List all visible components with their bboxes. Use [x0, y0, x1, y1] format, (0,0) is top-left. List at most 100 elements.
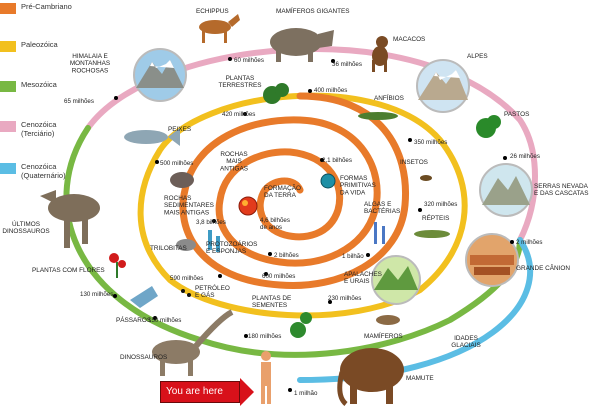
age-65: 65 milhões — [64, 98, 94, 105]
photo-grande-canion — [465, 233, 519, 287]
echippus-figure — [199, 14, 240, 43]
ultimos-dinossauros-figure — [40, 190, 100, 248]
age-1m: 1 milhão — [294, 390, 318, 397]
age-21b: 2,1 bilhões — [322, 157, 352, 164]
age-2m: 2 milhões — [516, 239, 542, 246]
legend-item-paleozoica: Paleozóica — [0, 40, 85, 52]
age-38b: 3,8 bilhões — [196, 219, 226, 226]
label-dinossauros: DINOSSAUROS — [120, 354, 167, 361]
label-anfibios: ANFÍBIOS — [374, 93, 404, 102]
label-insetos: INSETOS — [400, 159, 428, 166]
legend-label: Mesozóica — [21, 80, 57, 89]
legend-label: Paleozóica — [21, 40, 58, 49]
age-130: 130 milhões — [80, 291, 113, 298]
legend-swatch — [0, 41, 16, 52]
label-trilobitas: TRILOBITAS — [150, 245, 187, 252]
band-mesozoic — [63, 125, 523, 358]
age-420: 420 milhões — [222, 111, 255, 118]
plantas-terrestres-figure — [263, 83, 289, 104]
arrow-right-icon — [240, 378, 254, 406]
photo-himalaia — [133, 48, 187, 102]
plantas-sementes-figure — [290, 312, 312, 338]
age-500: 500 milhões — [160, 160, 193, 167]
anfibios-figure — [358, 112, 398, 120]
age-590: 590 milhões — [170, 275, 203, 282]
repteis-figure — [414, 230, 450, 238]
legend-item-cenozoica-terciario: Cenozóica (Terciário) — [0, 120, 85, 138]
photo-serras — [479, 163, 533, 217]
legend-swatch — [0, 81, 16, 92]
label-macacos: MACACOS — [393, 36, 425, 43]
label-mamute: MAMUTE — [406, 375, 434, 382]
human-figure — [261, 351, 271, 404]
photo-alpes — [416, 59, 470, 113]
age-320: 320 milhões — [424, 201, 457, 208]
protozoarios-figure — [208, 230, 220, 252]
age-400: 400 milhões — [314, 87, 347, 94]
label-mamiferos: MAMÍFEROS — [364, 331, 403, 340]
event-labels: ECHIPPUS MAMÍFEROS GIGANTES MACACOS ALPE… — [2, 6, 588, 382]
age-180: 180 milhões — [248, 333, 281, 340]
label-alpes: ALPES — [467, 53, 488, 60]
age-26: 26 milhões — [510, 153, 540, 160]
photo-apalaches — [371, 255, 421, 305]
mamiferos-gigantes-figure — [270, 28, 334, 62]
label-passaros: PÁSSAROS — [116, 315, 151, 324]
photo-formas-primitivas — [320, 173, 336, 189]
age-150: 150 milhões — [148, 317, 181, 324]
algas-figure — [374, 222, 385, 244]
age-230: 230 milhões — [328, 295, 361, 302]
legend-item-mesozoica: Mesozóica — [0, 80, 85, 92]
age-36: 36 milhões — [332, 61, 362, 68]
peixes-figure — [124, 128, 180, 146]
insetos-figure — [420, 175, 432, 181]
legend-swatch — [0, 121, 16, 132]
band-precambrian — [179, 92, 410, 290]
mamiferos-figure — [376, 315, 400, 325]
age-2b: 2 bilhões — [274, 252, 299, 259]
label-grande-canion: GRANDE CÂNION — [516, 263, 570, 272]
legend-swatch — [0, 3, 16, 14]
legend-item-cenozoica-quaternario: Cenozóica (Quaternário) — [0, 162, 85, 180]
pastos-figure — [476, 115, 501, 138]
legend-label: Cenozóica (Quaternário) — [21, 162, 66, 180]
macacos-figure — [372, 36, 388, 72]
age-350: 350 milhões — [414, 139, 447, 146]
label-echippus: ECHIPPUS — [196, 8, 229, 15]
age-labels: 60 milhões 36 milhões 65 milhões 400 mil… — [64, 57, 542, 397]
petroleo-figure — [181, 289, 191, 297]
label-pastos: PASTOS — [504, 111, 529, 118]
photo-formacao-terra — [238, 196, 258, 216]
trilobitas-figure — [176, 239, 196, 251]
you-are-here-label: You are here — [166, 386, 223, 397]
legend-label: Pré-Cambriano — [21, 2, 72, 11]
rochas-figure — [170, 172, 194, 188]
you-are-here-marker[interactable]: You are here — [160, 378, 254, 406]
dinossauros-figure — [152, 309, 234, 376]
time-markers — [113, 57, 514, 392]
label-peixes: PEIXES — [168, 126, 191, 133]
age-600: 600 milhões — [262, 273, 295, 280]
age-1b: 1 bilhão — [342, 253, 364, 260]
legend-item-precambriano: Pré-Cambriano — [0, 2, 85, 14]
legend-swatch — [0, 163, 16, 174]
mamute-figure — [337, 348, 404, 406]
label-repteis: RÉPTEIS — [422, 213, 449, 222]
label-plantas-com-flores: PLANTAS COM FLORES — [32, 267, 105, 274]
